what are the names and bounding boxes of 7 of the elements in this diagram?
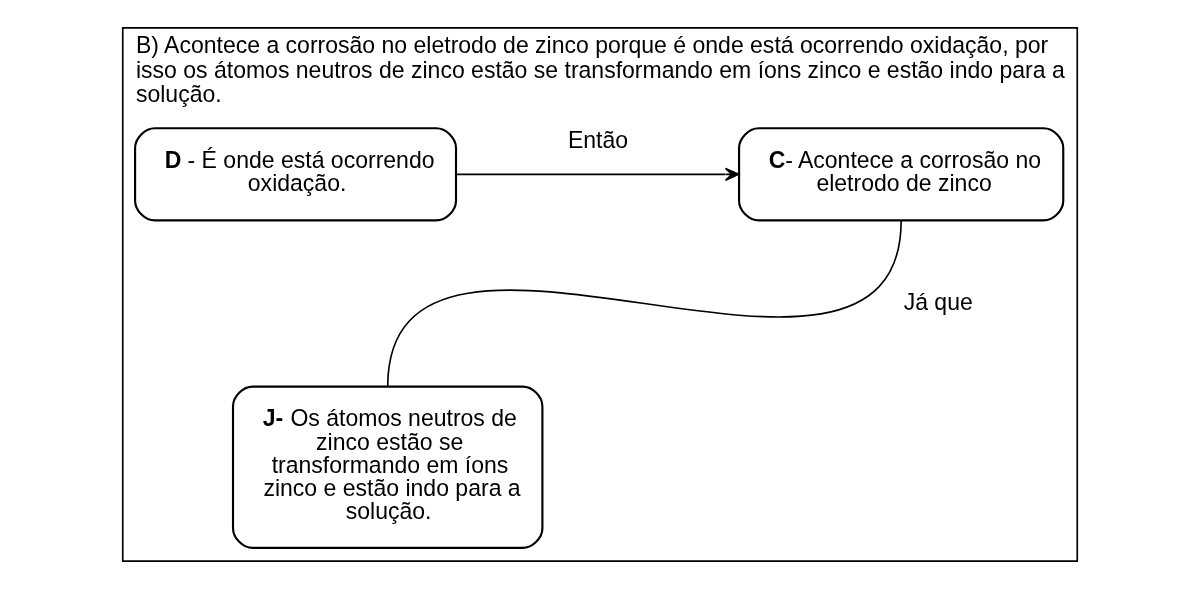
arrow <box>455 167 740 182</box>
node-box: C- Acontece a corrosão no eletrodo de zinco <box>738 127 1065 222</box>
connector <box>386 219 902 388</box>
edge-label: Já que <box>903 289 973 316</box>
node-box: D - É onde está ocorrendo oxidação. <box>134 127 458 222</box>
node-box: J- Os átomos neutros de zinco estão se transformando em íons zinco e estão indo para a solução. <box>231 385 544 549</box>
edge-label: Então <box>567 126 629 153</box>
